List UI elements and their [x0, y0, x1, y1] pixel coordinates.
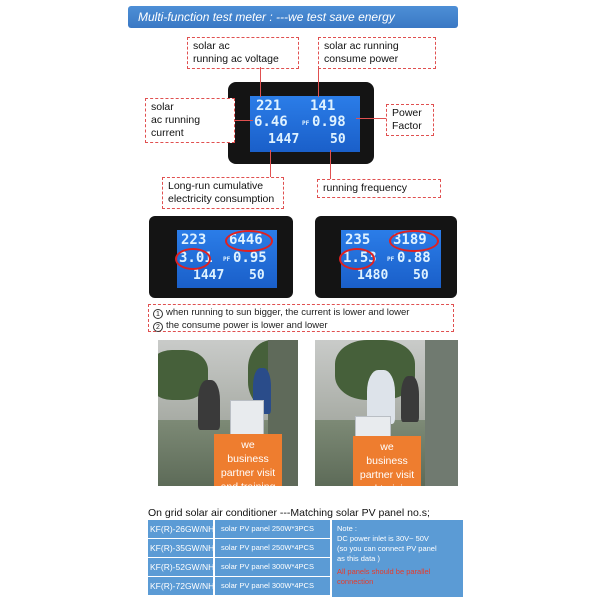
- main-meter: 221 141 6.46 PF 0.98 1447 50: [228, 82, 374, 164]
- right-energy-value: 1480: [357, 268, 389, 283]
- callout-power-factor: Power Factor: [386, 104, 434, 136]
- left-photo-caption: we business partner visit and training: [214, 434, 282, 486]
- pv-table: KF(R)-26GW/NH solar PV panel 250W*3PCS K…: [148, 520, 463, 597]
- right-voltage-value: 235: [345, 232, 371, 248]
- main-voltage-value: 221: [256, 98, 282, 114]
- callout-frequency-line: [330, 150, 331, 179]
- pv-note-title: Note :: [337, 524, 358, 533]
- left-energy-value: 1447: [193, 268, 225, 283]
- right-photo-caption: we business partner visit and training: [353, 436, 421, 486]
- main-current-value: 6.46: [254, 114, 288, 130]
- pv-panel: solar PV panel 250W*4PCS: [215, 539, 330, 557]
- page-banner: Multi-function test meter : ---we test s…: [128, 6, 458, 28]
- right-pf-label: PF: [387, 256, 395, 263]
- main-pf-value: 0.98: [312, 114, 346, 130]
- note-2-text: the consume power is lower and lower: [166, 320, 328, 331]
- left-power-highlight: [225, 230, 273, 252]
- callout-voltage-line: [260, 67, 261, 97]
- left-pf-label: PF: [223, 256, 231, 263]
- right-pf-value: 0.88: [397, 250, 431, 266]
- pv-heading: On grid solar air conditioner ---Matchin…: [148, 507, 430, 519]
- callout-current-line: [235, 120, 253, 121]
- main-energy-value: 1447: [268, 132, 300, 147]
- left-meter: 223 6446 3.01 PF 0.95 1447 50: [149, 216, 293, 298]
- note-1-number: 1: [153, 309, 163, 319]
- right-freq-value: 50: [413, 268, 429, 283]
- left-current-highlight: [175, 248, 211, 270]
- right-photo: we business partner visit and training: [315, 340, 458, 486]
- callout-energy-line: [270, 150, 271, 177]
- note-1-text: when running to sun bigger, the current …: [166, 307, 410, 318]
- callout-voltage: solar ac running ac voltage: [187, 37, 299, 69]
- pv-model: KF(R)-72GW/NH: [148, 577, 214, 595]
- main-power-value: 141: [310, 98, 336, 114]
- right-meter: 235 3189 1.53 PF 0.88 1480 50: [315, 216, 457, 298]
- pv-row: KF(R)-52GW/NH solar PV panel 300W*4PCS: [148, 558, 330, 576]
- left-photo: we business partner visit and training: [158, 340, 298, 486]
- pv-note-warning: All panels should be parallel connection: [337, 567, 431, 586]
- main-freq-value: 50: [330, 132, 346, 147]
- pv-panel: solar PV panel 300W*4PCS: [215, 577, 330, 595]
- pv-panel: solar PV panel 250W*3PCS: [215, 520, 330, 538]
- left-freq-value: 50: [249, 268, 265, 283]
- person-figure: [198, 380, 220, 430]
- pv-note-body: DC power inlet is 30V~ 50V (so you can c…: [337, 534, 437, 563]
- left-pf-value: 0.95: [233, 250, 267, 266]
- pv-note-box: Note : DC power inlet is 30V~ 50V (so yo…: [332, 520, 463, 597]
- person-figure: [401, 376, 419, 422]
- pv-model: KF(R)-26GW/NH: [148, 520, 214, 538]
- callout-power: solar ac running consume power: [318, 37, 436, 69]
- pv-row: KF(R)-35GW/NH solar PV panel 250W*4PCS: [148, 539, 330, 557]
- person-figure: [367, 370, 395, 424]
- main-meter-display: 221 141 6.46 PF 0.98 1447 50: [250, 96, 360, 152]
- right-current-highlight: [339, 248, 375, 270]
- main-pf-label: PF: [302, 120, 310, 127]
- pv-model: KF(R)-52GW/NH: [148, 558, 214, 576]
- callout-current: solar ac running current: [145, 98, 235, 143]
- left-voltage-value: 223: [181, 232, 207, 248]
- right-power-highlight: [389, 230, 439, 252]
- pv-panel: solar PV panel 300W*4PCS: [215, 558, 330, 576]
- pv-row: KF(R)-72GW/NH solar PV panel 300W*4PCS: [148, 577, 330, 595]
- callout-energy: Long-run cumulative electricity consumpt…: [162, 177, 284, 209]
- callout-frequency: running frequency: [317, 179, 441, 198]
- note-2-number: 2: [153, 322, 163, 332]
- callout-pf-line: [356, 118, 386, 119]
- pv-model: KF(R)-35GW/NH: [148, 539, 214, 557]
- callout-power-line: [318, 67, 319, 97]
- pv-row: KF(R)-26GW/NH solar PV panel 250W*3PCS: [148, 520, 330, 538]
